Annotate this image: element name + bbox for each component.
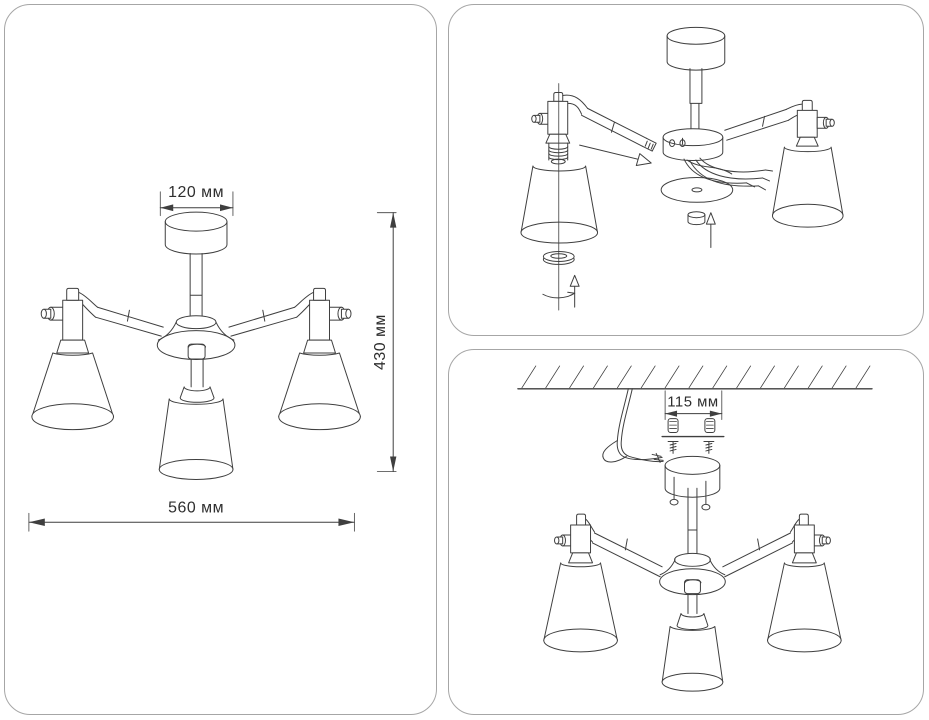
assembly-view-drawing [520, 26, 844, 311]
panel-installation-view: 115 мм [448, 349, 924, 715]
arrow-insert-arm [579, 144, 652, 167]
stem [189, 252, 203, 322]
dimension-height: 430 мм [372, 212, 397, 472]
dimension-mount-holes: 115 мм [664, 390, 723, 421]
left-arm-detached [520, 91, 657, 265]
central-hub [156, 315, 236, 360]
dim-canopy-width-label: 120 мм [168, 184, 224, 201]
dimension-total-width: 560 мм [28, 499, 355, 532]
right-arm-assembly [724, 99, 844, 228]
fixing-nut [687, 211, 706, 226]
supply-wires [602, 388, 664, 463]
middle-shade-assembly [158, 358, 234, 480]
arrow-up-ring [542, 274, 580, 308]
wall-plugs [667, 418, 716, 434]
dim-total-width-label: 560 мм [168, 499, 224, 516]
installation-view-drawing: 115 мм [517, 365, 873, 692]
arrow-up-nut [705, 212, 716, 249]
wires [683, 157, 773, 191]
canopy [164, 211, 228, 255]
rod [689, 68, 703, 131]
canopy [664, 455, 721, 498]
right-arm-assembly [722, 513, 842, 653]
ceiling [517, 365, 873, 390]
left-arm-assembly [543, 513, 663, 653]
cover-disc [660, 176, 734, 203]
rod [687, 487, 698, 555]
dimension-canopy-width: 120 мм [159, 184, 234, 217]
dim-mount-holes-label: 115 мм [667, 395, 718, 411]
dim-height-label: 430 мм [372, 314, 389, 370]
central-hub [659, 552, 726, 596]
panel-front-view: 120 мм [4, 4, 437, 715]
central-hub [662, 128, 724, 162]
canopy [666, 26, 726, 71]
right-arm-assembly [228, 287, 361, 431]
middle-shade-assembly [661, 594, 724, 692]
front-view-drawing: 120 мм [28, 184, 397, 532]
canopy-screws [669, 476, 711, 511]
panel-assembly-view [448, 4, 924, 336]
mounting-screws [667, 441, 715, 454]
left-arm-assembly [31, 287, 164, 431]
